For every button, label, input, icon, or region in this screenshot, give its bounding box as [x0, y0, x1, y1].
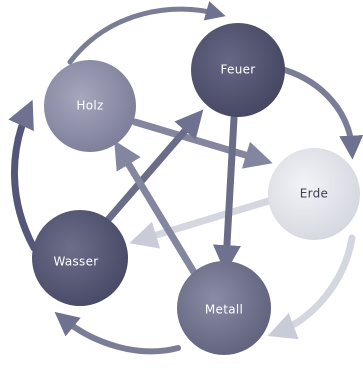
node-feuer: Feuer	[191, 23, 285, 117]
holz-label: Holz	[76, 99, 103, 113]
metall-label: Metall	[205, 303, 243, 317]
arrow-feuer-to-metall	[226, 118, 234, 262]
arrow-metall-to-holz	[120, 150, 195, 274]
node-holz: Holz	[44, 60, 136, 152]
node-erde: Erde	[268, 148, 360, 240]
erde-label: Erde	[300, 187, 329, 201]
node-wasser: Wasser	[32, 210, 128, 306]
arrow-holz-to-erde	[135, 122, 262, 160]
arrow-wasser-to-holz	[14, 110, 34, 248]
arrow-metall-to-wasser	[62, 318, 178, 351]
arrow-erde-to-metall	[278, 238, 352, 332]
arrow-feuer-to-erde	[285, 70, 352, 150]
wasser-label: Wasser	[53, 255, 98, 269]
feuer-label: Feuer	[220, 63, 255, 77]
node-metall: Metall	[177, 261, 271, 355]
